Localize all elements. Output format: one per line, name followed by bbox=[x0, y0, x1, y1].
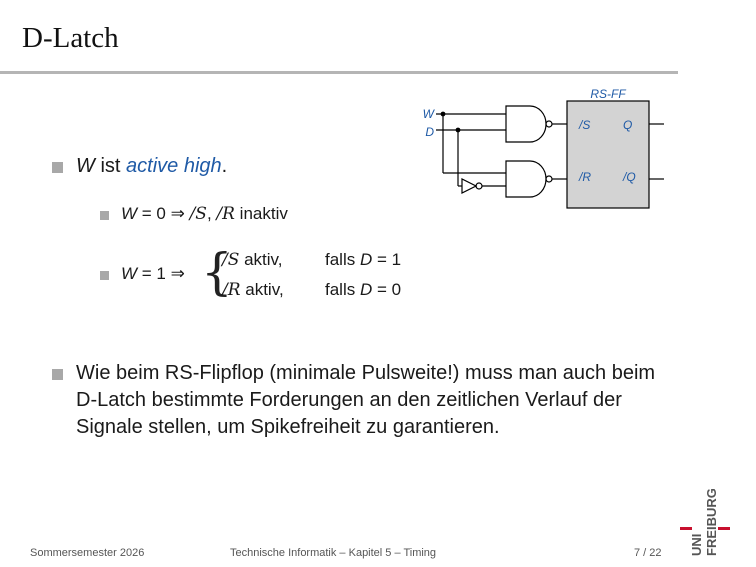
rs-ff-box bbox=[566, 100, 650, 209]
d-latch-circuit-diagram: RS-FF W D /S /R Q /Q bbox=[423, 87, 664, 209]
input-d-label: D bbox=[425, 125, 434, 139]
case-s: /S aktiv, bbox=[222, 250, 283, 270]
text-ist: ist bbox=[94, 155, 127, 177]
case-s-condition: falls D = 1 bbox=[325, 250, 401, 270]
footer-page-number: 7 / 22 bbox=[634, 547, 662, 559]
bullet-active-high: W ist active high. bbox=[76, 155, 227, 178]
signal-s: /S bbox=[222, 250, 240, 270]
signal-r: /R bbox=[222, 280, 241, 300]
nand-gate-bottom bbox=[505, 160, 547, 198]
case-r-condition: falls D = 0 bbox=[325, 280, 401, 300]
sub-bullet-marker bbox=[100, 211, 109, 220]
text-aktiv: aktiv, bbox=[240, 280, 284, 299]
logo-text-uni: UNI bbox=[689, 534, 704, 556]
equation: = 0 ⇒ bbox=[137, 204, 190, 223]
logo-accent-bar-left bbox=[680, 527, 692, 530]
emph-active-high: active high bbox=[126, 155, 222, 177]
period: . bbox=[221, 155, 228, 177]
var-w: W bbox=[121, 204, 138, 223]
var-w: W bbox=[76, 155, 95, 177]
junction-d bbox=[455, 127, 461, 133]
var-w: W bbox=[121, 264, 138, 283]
text-falls: falls bbox=[325, 250, 360, 269]
uni-freiburg-logo: UNI FREIBURG bbox=[680, 488, 730, 556]
nand-top-bubble bbox=[545, 120, 553, 128]
cond-value: = 0 bbox=[372, 280, 402, 299]
bullet-marker bbox=[52, 162, 63, 173]
out-q-label: Q bbox=[623, 118, 632, 132]
footer-semester: Sommersemester 2026 bbox=[30, 547, 145, 559]
cases-brace: { bbox=[201, 243, 233, 301]
signal-r: /R bbox=[216, 204, 235, 224]
footer-chapter: Technische Informatik – Kapitel 5 – Timi… bbox=[230, 547, 437, 559]
rs-ff-label: RS-FF bbox=[590, 87, 626, 101]
bullet-marker bbox=[52, 369, 63, 380]
logo-accent-bar-right bbox=[718, 527, 730, 530]
input-w-label: W bbox=[423, 107, 436, 121]
not-gate bbox=[461, 178, 478, 194]
logo-text-freiburg: FREIBURG bbox=[704, 488, 719, 556]
nand-bottom-bubble bbox=[545, 175, 553, 183]
text-falls: falls bbox=[325, 280, 360, 299]
comma: , bbox=[206, 204, 217, 223]
bullet-spike-paragraph: Wie beim RS-Flipflop (minimale Pulsweite… bbox=[76, 362, 656, 438]
signal-s: /S bbox=[189, 204, 207, 224]
var-d: D bbox=[359, 280, 373, 299]
title-divider bbox=[0, 71, 678, 74]
out-nq-label: /Q bbox=[622, 170, 636, 184]
text-inaktiv: inaktiv bbox=[234, 204, 288, 223]
nand-gate-top bbox=[505, 105, 547, 143]
equation: = 1 ⇒ bbox=[137, 264, 185, 283]
var-d: D bbox=[359, 250, 373, 269]
pin-s-label: /S bbox=[578, 118, 590, 132]
sub-bullet-w0: W = 0 ⇒ /S, /R inaktiv bbox=[121, 204, 288, 224]
text-aktiv: aktiv, bbox=[239, 250, 283, 269]
page-title: D-Latch bbox=[22, 22, 119, 54]
sub-bullet-w1-lhs: W = 1 ⇒ bbox=[121, 264, 185, 284]
case-r: /R aktiv, bbox=[222, 280, 284, 300]
pin-r-label: /R bbox=[578, 170, 591, 184]
sub-bullet-marker bbox=[100, 271, 109, 280]
junction-w bbox=[440, 111, 446, 117]
cond-value: = 1 bbox=[372, 250, 402, 269]
